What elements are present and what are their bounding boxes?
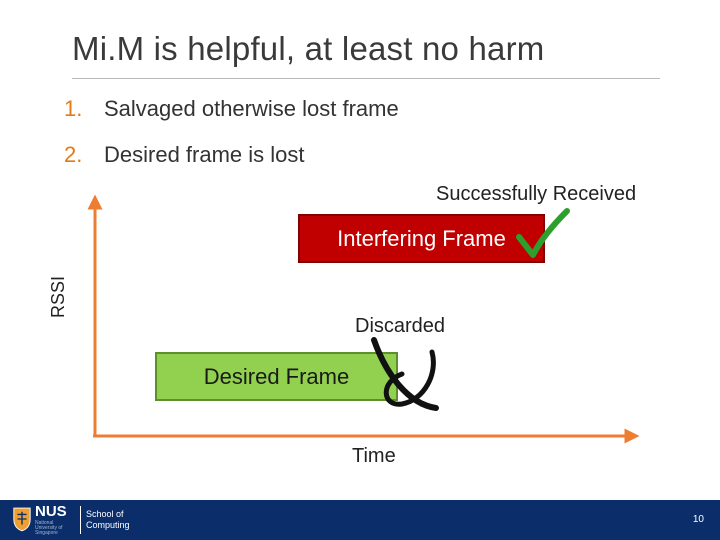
bullet-list: 1. Salvaged otherwise lost frame 2. Desire…: [64, 92, 399, 184]
desired-frame: Desired Frame: [155, 352, 398, 401]
interfering-frame: Interfering Frame: [298, 214, 545, 263]
bullet-item: 1. Salvaged otherwise lost frame: [64, 92, 399, 138]
bullet-text: Desired frame is lost: [104, 142, 305, 167]
bullet-number: 1.: [64, 96, 83, 121]
bullet-item: 2. Desired frame is lost: [64, 138, 399, 184]
nus-logo: [12, 504, 76, 536]
footer-divider: [80, 506, 81, 534]
checkmark-icon: [516, 208, 570, 258]
bullet-number: 2.: [64, 142, 83, 167]
nus-logo-subtext: National University of Singapore: [35, 520, 63, 536]
rssi-time-diagram: [87, 194, 640, 444]
x-axis-label: Time: [352, 445, 396, 467]
discarded-label: Discarded: [355, 315, 446, 337]
bullet-text: Salvaged otherwise lost frame: [104, 96, 399, 121]
desired-frame-label: Desired Frame: [203, 363, 350, 389]
footer-bar: NUS National University of Singapore Sch…: [0, 500, 720, 540]
slide-title: Mi.M is helpful, at least no harm: [72, 30, 545, 67]
school-name: School of Computing: [86, 509, 130, 531]
school-name-line2: Computing: [86, 520, 130, 530]
interfering-frame-label: Interfering Frame: [337, 225, 506, 251]
nus-logo-text: NUS: [35, 503, 67, 520]
page-number: 10: [692, 514, 704, 525]
crest-icon: [13, 507, 31, 532]
school-name-line1: School of: [86, 509, 124, 519]
success-label: Successfully Received: [436, 183, 637, 205]
discard-mark-icon: [371, 337, 439, 411]
y-axis-label: RSSI: [48, 275, 68, 318]
title-divider: [72, 78, 660, 79]
